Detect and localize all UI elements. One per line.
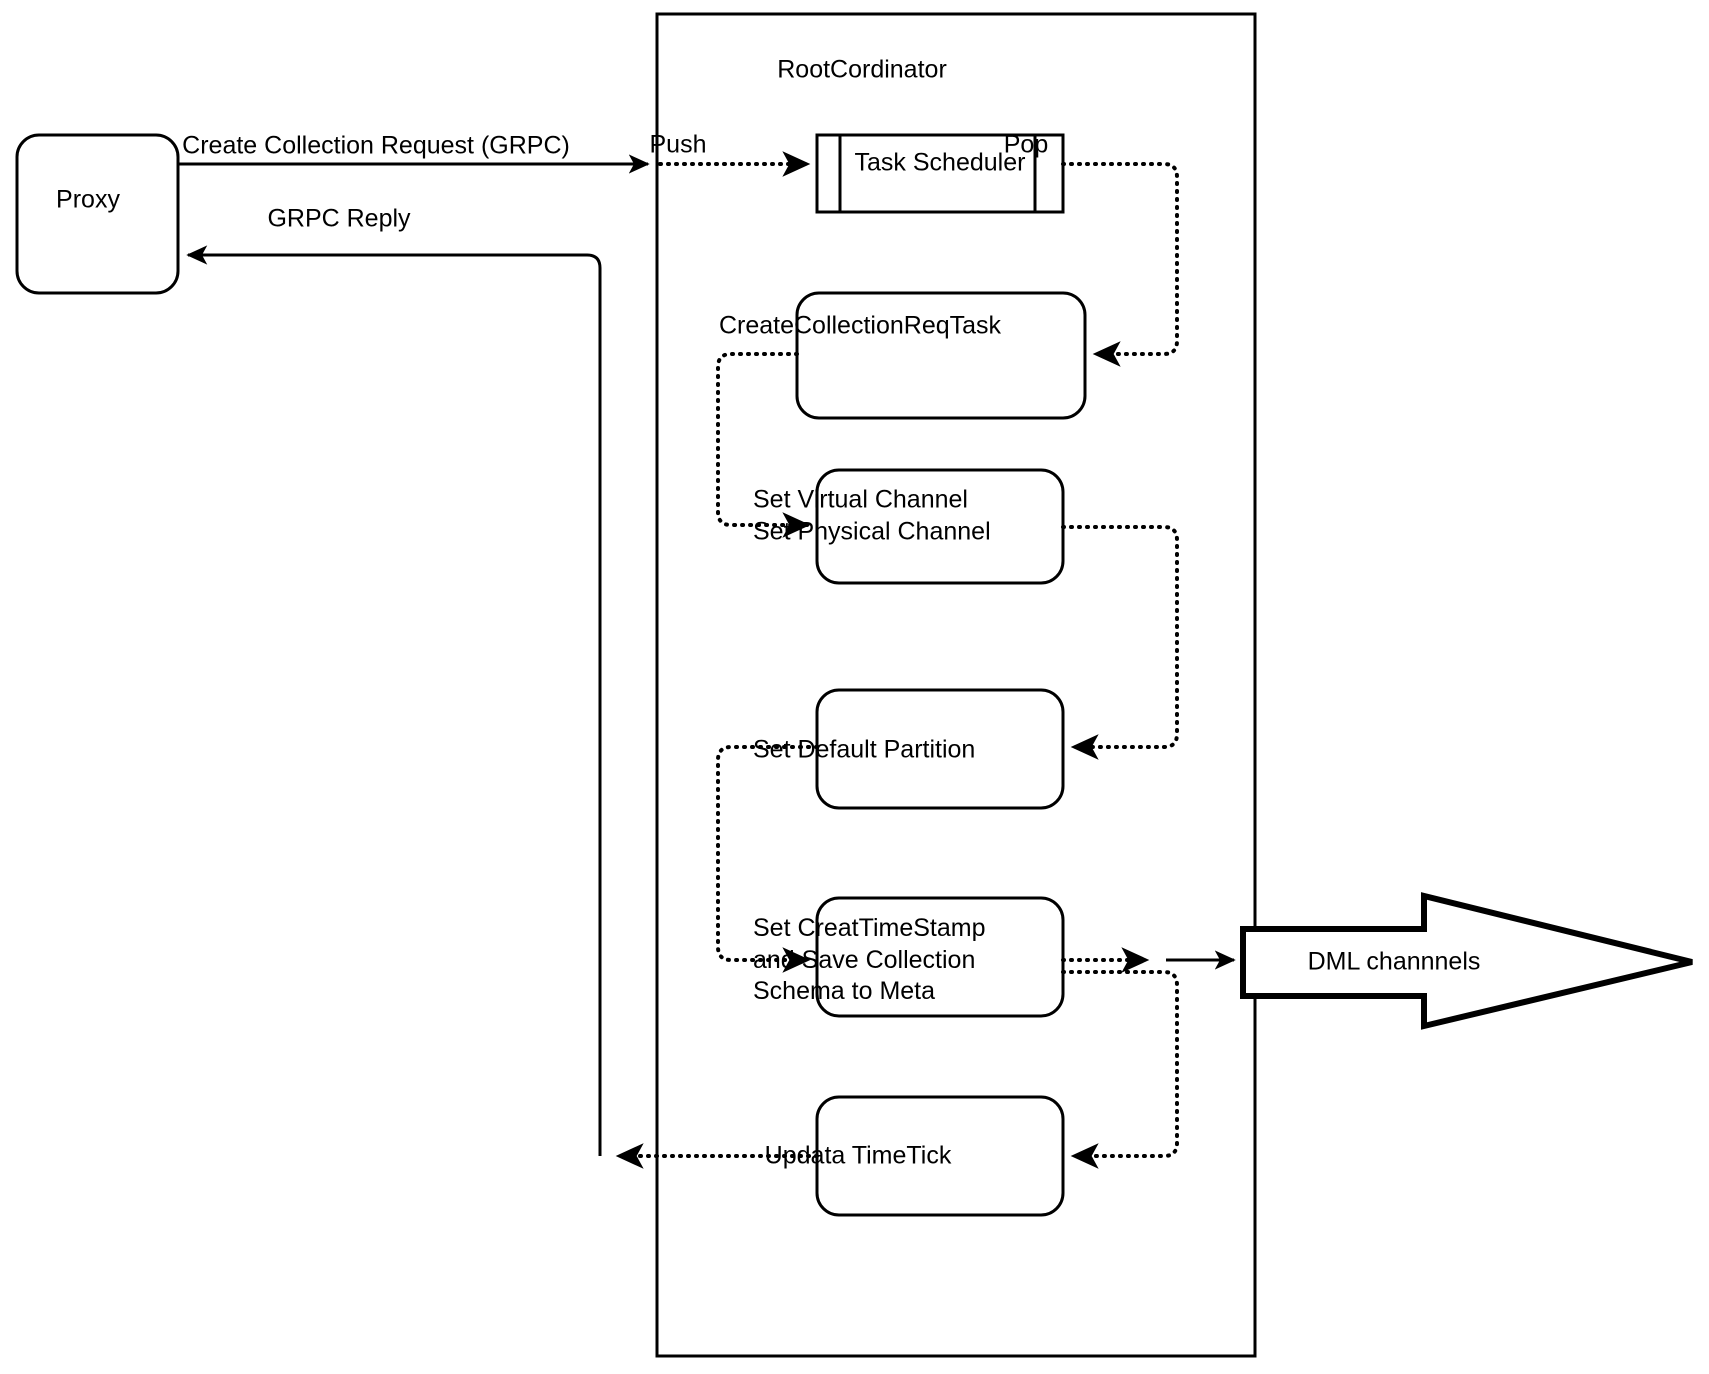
edge-partition-to-meta[interactable]	[716, 745, 819, 973]
edge-pop[interactable]	[1061, 162, 1179, 367]
set-timestamp-save-meta-node-shape[interactable]	[815, 896, 1065, 1018]
task-scheduler-node-shape[interactable]	[815, 133, 1065, 214]
edge-meta-to-timetick[interactable]	[1061, 970, 1179, 1169]
set-default-partition-node-shape[interactable]	[815, 688, 1065, 810]
dml-channels-node-shape[interactable]	[1240, 892, 1693, 1030]
edge-grpc-reply[interactable]	[186, 245, 602, 1156]
proxy-node-shape[interactable]	[15, 133, 180, 295]
set-channel-node-shape[interactable]	[815, 468, 1065, 585]
edge-task-to-channel[interactable]	[716, 352, 811, 538]
create-collection-req-task-node-shape[interactable]	[795, 291, 1087, 420]
update-timetick-node-shape[interactable]	[815, 1095, 1065, 1217]
edge-channel-to-partition[interactable]	[1061, 525, 1179, 760]
